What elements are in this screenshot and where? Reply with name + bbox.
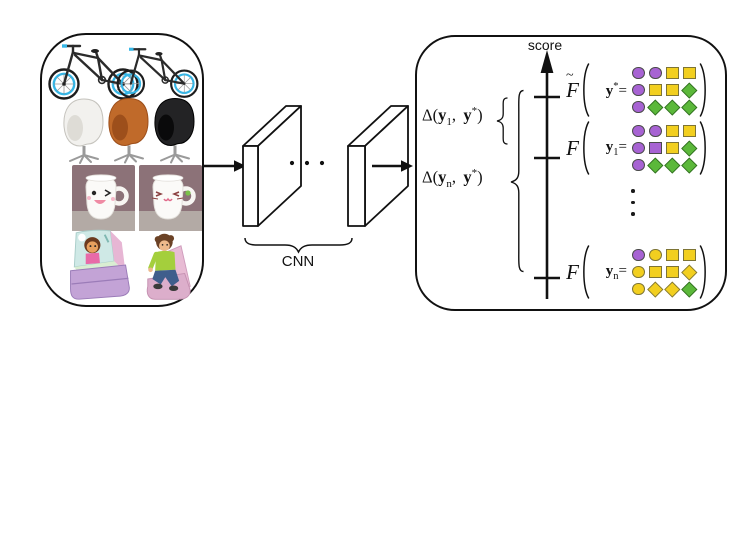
green-diamond-shape bbox=[647, 99, 664, 115]
purple-circle-shape bbox=[632, 83, 645, 97]
close-paren bbox=[699, 121, 706, 175]
yellow-circle-shape bbox=[632, 265, 645, 279]
yellow-square-shape bbox=[649, 83, 662, 97]
f-function: F bbox=[566, 135, 579, 160]
yellow-diamond-shape bbox=[681, 264, 698, 280]
score-row-yn: F yn= bbox=[559, 244, 709, 300]
delta-yn-label: Δ(yn, y*) bbox=[422, 167, 483, 190]
delta-yn-brace bbox=[510, 89, 524, 273]
delta-y1-brace bbox=[496, 97, 508, 145]
rows-ellipsis-dots bbox=[631, 189, 635, 216]
yellow-square-shape bbox=[666, 141, 679, 155]
yellow-circle-shape bbox=[632, 282, 645, 296]
yellow-square-shape bbox=[683, 66, 696, 80]
yellow-square-shape bbox=[666, 83, 679, 97]
purple-circle-shape bbox=[632, 248, 645, 262]
cnn-ellipsis-dots bbox=[289, 160, 325, 166]
green-diamond-shape bbox=[681, 140, 698, 156]
purple-circle-shape bbox=[632, 100, 645, 114]
purple-circle-shape bbox=[632, 66, 645, 80]
y1-arg: y1= bbox=[605, 138, 627, 158]
cnn-blocks-graphic bbox=[242, 105, 409, 254]
purple-circle-shape bbox=[632, 141, 645, 155]
open-paren bbox=[583, 121, 590, 175]
purple-circle-shape bbox=[632, 124, 645, 138]
white-egg-chair-image bbox=[63, 98, 104, 164]
open-paren bbox=[583, 63, 590, 117]
score-axis-label: score bbox=[527, 37, 563, 53]
conv-layer-block-1 bbox=[242, 105, 302, 227]
yellow-diamond-shape bbox=[647, 281, 664, 297]
green-diamond-shape bbox=[681, 281, 698, 297]
purple-square-shape bbox=[649, 141, 662, 155]
cat-face-mug-image bbox=[139, 165, 202, 231]
score-row-y1: F y1= bbox=[559, 120, 709, 176]
yellow-square-shape bbox=[666, 124, 679, 138]
ystar-arg: y*= bbox=[605, 80, 627, 99]
green-diamond-shape bbox=[647, 157, 664, 173]
score-row-ystar: ~F y*= bbox=[559, 62, 709, 118]
yellow-square-shape bbox=[683, 124, 696, 138]
conv-layer-block-2 bbox=[347, 105, 409, 227]
close-paren bbox=[699, 245, 706, 299]
purple-circle-shape bbox=[632, 158, 645, 172]
cnn-to-score-arrow bbox=[372, 160, 413, 172]
close-paren bbox=[699, 63, 706, 117]
black-egg-chair-image bbox=[154, 97, 195, 164]
yn-arg: yn= bbox=[605, 262, 627, 282]
yellow-square-shape bbox=[666, 265, 679, 279]
green-diamond-shape bbox=[681, 99, 698, 115]
cnn-label: CNN bbox=[281, 253, 315, 270]
yellow-square-shape bbox=[666, 248, 679, 262]
score-panel: score Δ(y1, y*) Δ(yn, y*) ~F y*= bbox=[415, 35, 727, 311]
orange-egg-chair-image bbox=[108, 97, 149, 164]
dora-kids-chair-image bbox=[70, 229, 130, 300]
purple-circle-shape bbox=[649, 124, 662, 138]
y1-shape-grid bbox=[630, 123, 698, 174]
yn-shape-grid bbox=[630, 247, 698, 298]
bmx-bike-image-2 bbox=[116, 47, 199, 98]
input-to-cnn-arrow bbox=[203, 160, 246, 172]
ystar-shape-grid bbox=[630, 65, 698, 116]
yellow-square-shape bbox=[683, 248, 696, 262]
green-diamond-shape bbox=[681, 157, 698, 173]
input-images-panel bbox=[40, 33, 204, 307]
purple-circle-shape bbox=[649, 66, 662, 80]
cnn-underbrace bbox=[244, 237, 353, 254]
yellow-diamond-shape bbox=[664, 281, 681, 297]
open-paren bbox=[583, 245, 590, 299]
winking-face-mug-image bbox=[72, 165, 135, 231]
green-diamond-shape bbox=[664, 99, 681, 115]
yellow-square-shape bbox=[649, 265, 662, 279]
child-on-kids-chair-image bbox=[146, 233, 191, 300]
green-diamond-shape bbox=[664, 157, 681, 173]
score-axis bbox=[534, 50, 560, 299]
f-function: F bbox=[566, 259, 579, 284]
f-tilde-function: ~F bbox=[566, 67, 579, 102]
yellow-square-shape bbox=[666, 66, 679, 80]
green-diamond-shape bbox=[681, 82, 698, 98]
score-axis-arrowhead bbox=[540, 50, 554, 73]
yellow-circle-shape bbox=[649, 248, 662, 262]
delta-y1-label: Δ(y1, y*) bbox=[422, 105, 483, 128]
